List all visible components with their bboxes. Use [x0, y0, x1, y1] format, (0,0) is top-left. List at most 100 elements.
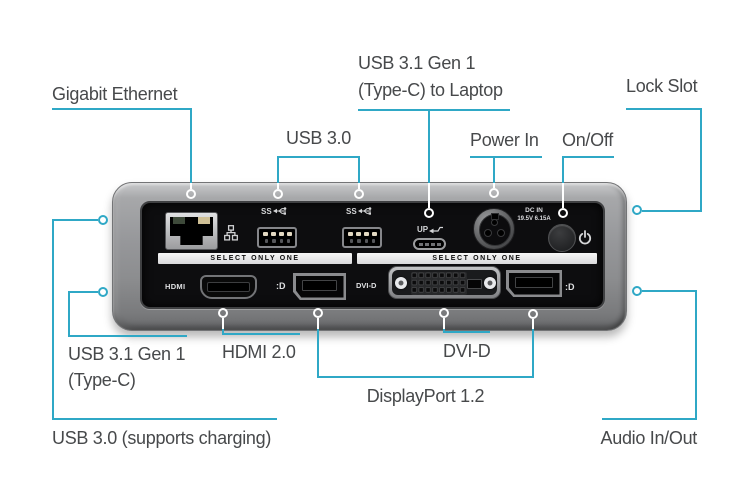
callout-line — [443, 331, 490, 333]
callout-line — [277, 183, 279, 189]
callout-line — [190, 183, 192, 189]
callout-line — [52, 219, 98, 221]
label-usb-charging: USB 3.0 (supports charging) — [52, 428, 272, 448]
label-line: USB 3.1 Gen 1 — [358, 53, 476, 73]
callout-dot-power — [489, 188, 499, 198]
callout-line — [626, 108, 702, 110]
callout-line — [222, 333, 300, 335]
ss-label: SS — [261, 206, 272, 216]
lan-icon — [224, 225, 238, 241]
callout-line — [222, 329, 224, 335]
callout-line — [493, 158, 495, 183]
callout-line — [358, 109, 510, 111]
superspeed-usb-icon: SS — [261, 206, 289, 216]
usb-c-up-icon: UP — [417, 224, 445, 235]
callout-line — [493, 183, 495, 188]
callout-line — [642, 210, 702, 212]
callout-line — [277, 156, 360, 158]
up-label: UP — [417, 225, 429, 234]
select-banner-text: SELECT ONLY ONE — [210, 255, 300, 262]
usb-a-port-2 — [342, 227, 382, 248]
callout-dot-usb-c-up — [424, 208, 434, 218]
label-audio: Audio In/Out — [600, 428, 698, 448]
label-line: (Type-C) to Laptop — [358, 80, 503, 100]
callout-line — [52, 219, 54, 420]
callout-line — [532, 319, 534, 329]
hdmi-logo: HDMI — [165, 282, 186, 291]
dvi-logo: DVI-D — [356, 281, 377, 290]
displayport-port-2 — [506, 270, 562, 297]
label-displayport: DisplayPort 1.2 — [366, 386, 485, 406]
callout-line — [602, 418, 697, 420]
select-only-one-banner-left: SELECT ONLY ONE — [158, 253, 352, 264]
superspeed-usb-icon: SS — [346, 206, 374, 216]
callout-dot-usb1 — [273, 189, 283, 199]
power-icon — [578, 230, 592, 245]
callout-line — [562, 158, 564, 183]
callout-line — [317, 329, 319, 378]
dc-in-label: DC IN — [525, 207, 543, 214]
callout-line — [428, 111, 430, 183]
callout-line — [562, 156, 614, 158]
ethernet-led-left — [173, 217, 185, 224]
label-lock-slot: Lock Slot — [626, 76, 698, 96]
callout-line — [443, 318, 445, 329]
callout-line — [277, 158, 279, 183]
callout-line — [470, 156, 542, 158]
callout-dot-dp1 — [313, 308, 323, 318]
callout-line — [68, 291, 98, 293]
callout-line — [428, 183, 430, 208]
callout-line — [358, 158, 360, 183]
callout-dot-lock-slot — [632, 205, 642, 215]
callout-line — [700, 110, 702, 211]
label-usb-c-side: USB 3.1 Gen 1 (Type-C) — [68, 341, 185, 393]
callout-line — [317, 318, 319, 329]
label-usb-c-laptop: USB 3.1 Gen 1 (Type-C) to Laptop — [358, 50, 503, 104]
callout-line — [642, 290, 697, 292]
callout-line — [52, 418, 277, 420]
power-button — [548, 224, 576, 252]
displayport-icon: :D — [276, 281, 286, 291]
dc-in-rating: 19.5V 6.15A — [517, 216, 551, 222]
callout-dot-usb-charging — [98, 215, 108, 225]
dc-in-rating-text: DC IN 19.5V 6.15A — [512, 207, 556, 223]
callout-dot-dvi — [439, 308, 449, 318]
callout-dot-audio — [632, 286, 642, 296]
displayport-port-1 — [293, 273, 346, 300]
ethernet-port — [165, 212, 218, 250]
select-banner-text: SELECT ONLY ONE — [432, 255, 522, 262]
displayport-icon: :D — [565, 282, 575, 292]
callout-line — [532, 329, 534, 378]
callout-line — [68, 291, 70, 337]
label-line: USB 3.1 Gen 1 — [68, 344, 186, 364]
callout-dot-hdmi — [218, 308, 228, 318]
usb-c-port — [413, 238, 446, 250]
callout-line — [190, 110, 192, 183]
select-only-one-banner-right: SELECT ONLY ONE — [357, 253, 597, 264]
label-usb-3-0: USB 3.0 — [286, 128, 351, 148]
hdmi-port — [200, 275, 257, 299]
callout-line — [562, 183, 564, 208]
callout-dot-usb-c-side — [98, 287, 108, 297]
dvi-port — [388, 266, 501, 299]
label-on-off: On/Off — [562, 130, 613, 150]
callout-dot-on-off — [558, 208, 568, 218]
ss-label: SS — [346, 206, 357, 216]
power-in-connector — [473, 208, 515, 250]
callout-line — [358, 183, 360, 189]
callout-dot-ethernet — [186, 189, 196, 199]
callout-dot-usb2 — [354, 189, 364, 199]
callout-line — [68, 335, 187, 337]
label-line: (Type-C) — [68, 370, 136, 390]
callout-line — [52, 108, 192, 110]
dvi-blade-slot — [467, 279, 482, 289]
callout-dot-dp2 — [528, 309, 538, 319]
usb-a-port-1 — [257, 227, 297, 248]
callout-line — [222, 318, 224, 329]
label-hdmi: HDMI 2.0 — [222, 342, 296, 362]
label-dvi: DVI-D — [443, 341, 491, 361]
callout-line — [695, 290, 697, 420]
label-gigabit-ethernet: Gigabit Ethernet — [52, 84, 178, 104]
label-power-in: Power In — [470, 130, 539, 150]
